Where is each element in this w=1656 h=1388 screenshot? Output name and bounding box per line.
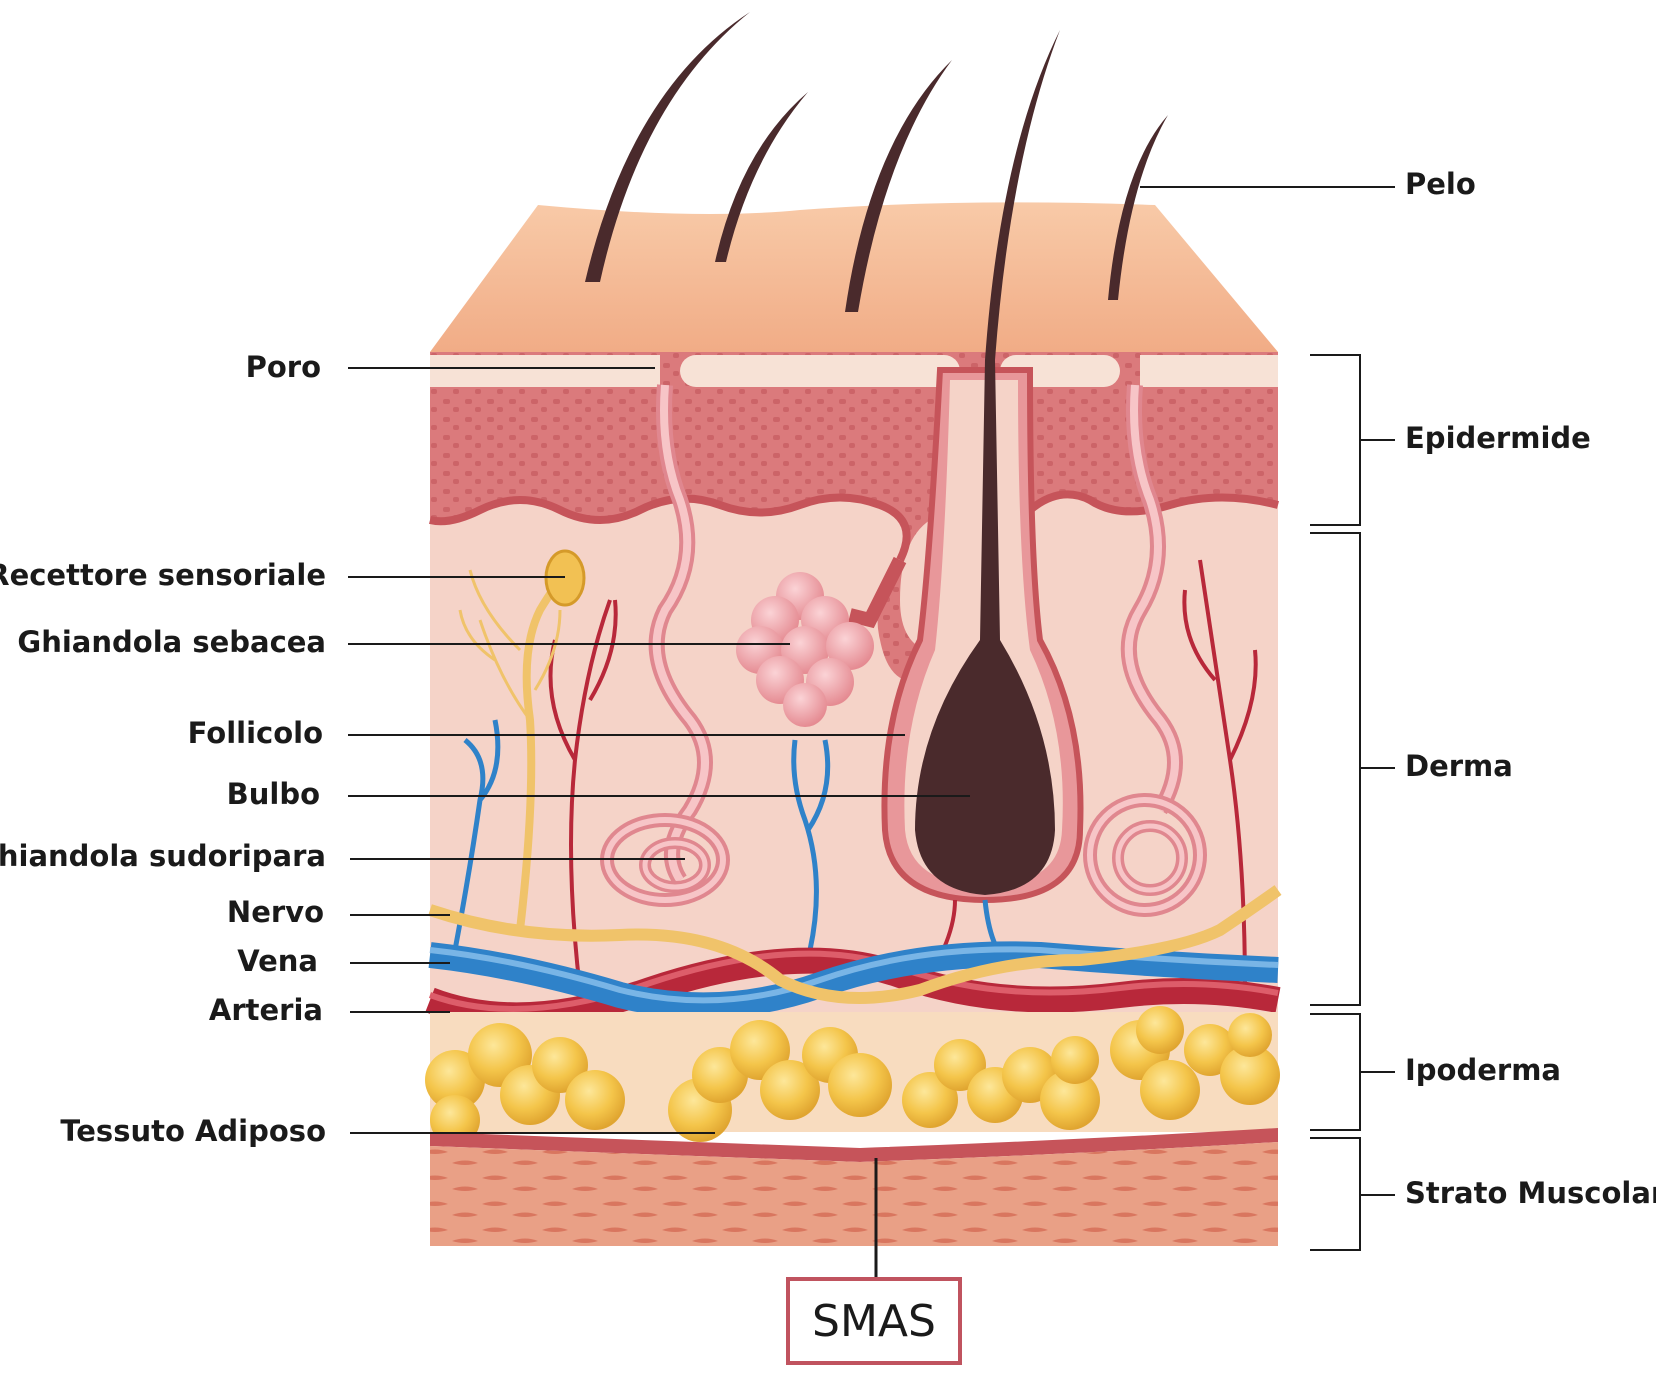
label-ghiandola-sebacea: Ghiandola sebacea — [17, 625, 326, 659]
hair-shaft-main — [915, 30, 1060, 895]
hair-4 — [1108, 115, 1168, 300]
label-strato-muscolare: Strato Muscolare — [1405, 1176, 1656, 1210]
label-derma: Derma — [1405, 749, 1513, 783]
label-nervo: Nervo — [226, 895, 324, 929]
leader-lines — [348, 186, 1395, 1277]
smas-label: SMAS — [812, 1295, 936, 1347]
label-epidermide: Epidermide — [1405, 421, 1591, 455]
smas-layer — [430, 1128, 1278, 1162]
label-pelo: Pelo — [1405, 167, 1476, 201]
stratum-corneum — [430, 355, 660, 387]
label-arteria: Arteria — [208, 993, 323, 1027]
hair-1 — [585, 12, 750, 282]
sweat-gland-right — [1083, 793, 1207, 917]
smas-label-box: SMAS — [786, 1277, 962, 1365]
label-ipoderma: Ipoderma — [1405, 1053, 1561, 1087]
label-recettore-sensoriale: Recettore sensoriale — [0, 558, 326, 592]
label-tessuto-adiposo: Tessuto Adiposo — [60, 1114, 326, 1148]
capillaries-blue — [452, 719, 1012, 967]
label-bulbo: Bulbo — [226, 777, 320, 811]
epidermis-layer — [430, 352, 1278, 682]
vein — [428, 941, 1279, 1019]
capillaries-red — [548, 559, 1258, 992]
label-vena: Vena — [237, 944, 318, 978]
label-follicolo: Follicolo — [187, 716, 323, 750]
nerve — [428, 885, 1282, 1004]
sebaceous-gland — [736, 556, 907, 727]
muscle-layer — [430, 1142, 1278, 1246]
hair-2 — [715, 92, 808, 262]
hair-3 — [845, 60, 952, 312]
label-ghiandola-sudoripara: Ghiandola sudoripara — [0, 839, 326, 873]
label-poro: Poro — [245, 350, 321, 384]
